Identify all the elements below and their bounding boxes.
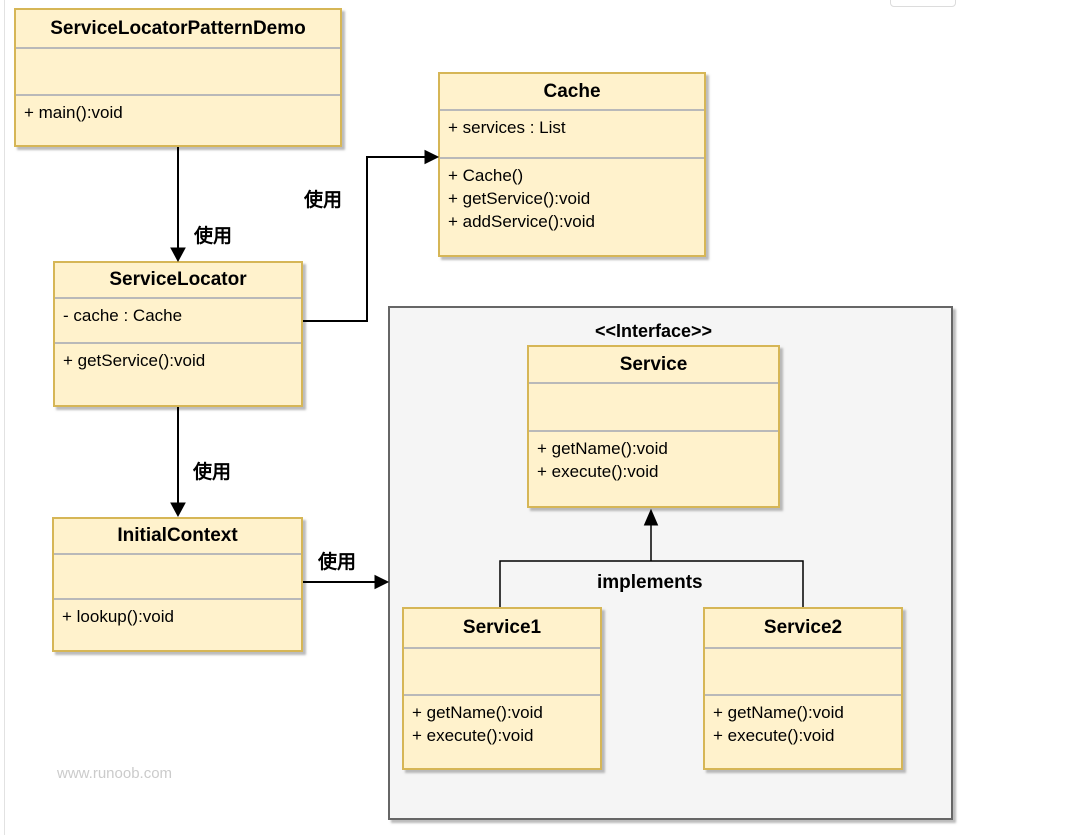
class-cache: Cache + services : List + Cache() + getS… [438, 72, 706, 257]
cutoff-browser-control[interactable] [890, 0, 956, 7]
use-label-demo-locator: 使用 [194, 226, 233, 247]
use-label-context-services: 使用 [318, 552, 357, 573]
method-label: + execute():void [713, 726, 835, 745]
class-service2: Service2 + getName():void + execute():vo… [703, 607, 903, 770]
methods-compartment: + getName():void + execute():void [529, 430, 778, 506]
watermark-text: www.runoob.com [57, 765, 173, 782]
page-boundary-line [4, 0, 5, 835]
attributes-compartment: - cache : Cache [55, 297, 301, 342]
attributes-compartment [529, 382, 778, 430]
use-arrow-locator-to-context [170, 407, 186, 518]
class-name: InitialContext [117, 525, 238, 546]
method-label: + getName():void [713, 703, 844, 722]
method-label: + getName():void [412, 703, 543, 722]
method-label: + main():void [24, 103, 123, 122]
method-label: + getService():void [63, 351, 206, 370]
class-service1: Service1 + getName():void + execute():vo… [402, 607, 602, 770]
methods-compartment: + lookup():void [54, 598, 301, 650]
use-label-locator-context: 使用 [193, 462, 232, 483]
implements-label: implements [597, 572, 703, 593]
method-label: + getService():void [448, 189, 591, 208]
attributes-compartment [54, 553, 301, 598]
methods-compartment: + getName():void + execute():void [705, 694, 901, 768]
method-label: + getName():void [537, 439, 668, 458]
attributes-compartment [404, 647, 600, 694]
methods-compartment: + main():void [16, 94, 340, 145]
class-servicelocator: ServiceLocator - cache : Cache + getServ… [53, 261, 303, 407]
class-name: ServiceLocator [109, 269, 247, 290]
attribute-label: - cache : Cache [63, 306, 183, 325]
use-arrow-locator-to-cache [303, 149, 440, 322]
method-label: + Cache() [448, 166, 524, 185]
class-servicelocatorpatterndemo: ServiceLocatorPatternDemo + main():void [14, 8, 342, 147]
method-label: + addService():void [448, 212, 595, 231]
class-service-interface: Service + getName():void + execute():voi… [527, 345, 780, 508]
attributes-compartment [16, 47, 340, 94]
use-arrow-context-to-services [303, 574, 390, 590]
use-label-locator-cache: 使用 [304, 190, 343, 211]
methods-compartment: + getName():void + execute():void [404, 694, 600, 768]
methods-compartment: + getService():void [55, 342, 301, 405]
method-label: + lookup():void [62, 607, 174, 626]
method-label: + execute():void [537, 462, 659, 481]
method-label: + execute():void [412, 726, 534, 745]
attributes-compartment: + services : List [440, 109, 704, 157]
use-arrow-demo-to-locator [170, 147, 186, 263]
class-name: Service1 [462, 617, 542, 638]
class-name: ServiceLocatorPatternDemo [50, 17, 306, 39]
class-name: Service2 [763, 617, 843, 638]
attributes-compartment [705, 647, 901, 694]
class-initialcontext: InitialContext + lookup():void [52, 517, 303, 652]
class-name: Cache [543, 80, 601, 102]
interface-stereotype-label: <<Interface>> [594, 321, 713, 341]
methods-compartment: + Cache() + getService():void + addServi… [440, 157, 704, 255]
attribute-label: + services : List [448, 118, 566, 137]
class-name: Service [619, 353, 688, 375]
